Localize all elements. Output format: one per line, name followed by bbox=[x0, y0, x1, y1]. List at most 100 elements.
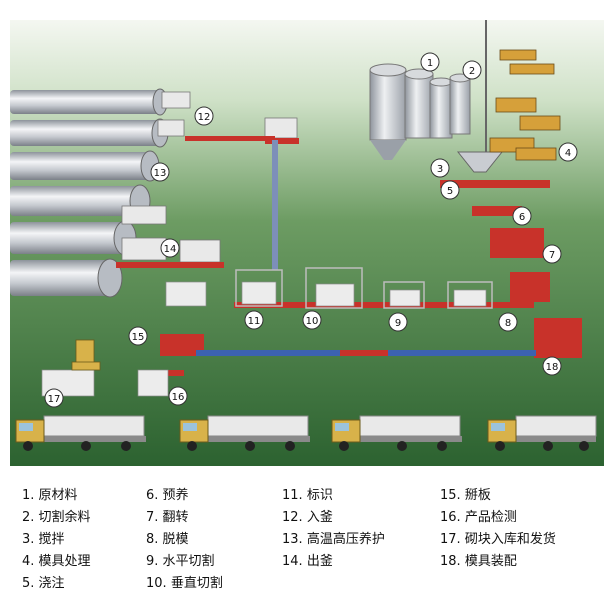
legend-item: 2. 切割余料 bbox=[22, 506, 91, 525]
conveyors bbox=[116, 136, 582, 376]
step-number: 16 bbox=[172, 392, 185, 403]
forklift bbox=[71, 339, 101, 371]
legend-text: 产品检测 bbox=[464, 510, 517, 525]
legend-text: 模具处理 bbox=[38, 554, 91, 569]
legend-item: 7. 翻转 bbox=[146, 506, 189, 525]
legend-text: 砌块入库和发货 bbox=[464, 532, 556, 547]
legend-item: 6. 预养 bbox=[146, 484, 189, 503]
process-scene: 1 2 3 4 5 6 7 8 9 10 11 12 13 14 15 16 1… bbox=[10, 20, 604, 466]
step-number: 10 bbox=[306, 316, 319, 327]
legend-number: 1. bbox=[22, 488, 35, 503]
step-marker-12: 12 bbox=[194, 106, 214, 126]
legend-text: 搅拌 bbox=[38, 532, 65, 547]
step-number: 11 bbox=[248, 316, 261, 327]
legend-number: 16. bbox=[440, 510, 461, 525]
step-marker-17: 17 bbox=[44, 388, 64, 408]
legend-item: 9. 水平切割 bbox=[146, 550, 215, 569]
legend-item: 16. 产品检测 bbox=[440, 506, 517, 525]
legend-text: 翻转 bbox=[162, 510, 189, 525]
step-marker-4: 4 bbox=[558, 142, 578, 162]
autoclave bbox=[10, 220, 137, 256]
legend-item: 14. 出釜 bbox=[282, 550, 333, 569]
legend-number: 5. bbox=[22, 576, 35, 591]
legend-text: 出釜 bbox=[306, 554, 333, 569]
legend-number: 8. bbox=[146, 532, 159, 547]
legend-item: 13. 高温高压养护 bbox=[282, 528, 385, 547]
legend-number: 9. bbox=[146, 554, 159, 569]
legend-item: 3. 搅拌 bbox=[22, 528, 65, 547]
legend-item: 1. 原材料 bbox=[22, 484, 78, 503]
cutting-machines bbox=[235, 267, 493, 309]
step-marker-14: 14 bbox=[160, 238, 180, 258]
moulds bbox=[489, 49, 561, 161]
legend-text: 预养 bbox=[162, 488, 189, 503]
legend-text: 脱模 bbox=[162, 532, 189, 547]
step-number: 9 bbox=[395, 318, 401, 329]
step-marker-6: 6 bbox=[512, 206, 532, 226]
step-number: 17 bbox=[48, 394, 61, 405]
step-marker-9: 9 bbox=[388, 312, 408, 332]
legend-item: 11. 标识 bbox=[282, 484, 333, 503]
truck bbox=[487, 415, 597, 451]
legend-number: 4. bbox=[22, 554, 35, 569]
silos bbox=[369, 63, 471, 160]
legend-text: 原材料 bbox=[38, 488, 78, 503]
step-marker-11: 11 bbox=[244, 310, 264, 330]
legend-number: 10. bbox=[146, 576, 167, 591]
step-number: 13 bbox=[154, 168, 167, 179]
flow-line-vertical bbox=[272, 140, 278, 270]
cut-blocks bbox=[41, 281, 487, 397]
legend-number: 6. bbox=[146, 488, 159, 503]
legend-item: 10. 垂直切割 bbox=[146, 572, 223, 591]
autoclaves bbox=[10, 88, 169, 298]
legend-number: 13. bbox=[282, 532, 303, 547]
truck bbox=[331, 415, 462, 451]
step-marker-18: 18 bbox=[542, 356, 562, 376]
flow-line-red-segment bbox=[340, 350, 388, 356]
legend-number: 15. bbox=[440, 488, 461, 503]
step-number: 5 bbox=[447, 186, 453, 197]
legend: 1. 原材料 2. 切割余料 3. 搅拌 4. 模具处理 5. 浇注 6. 预养… bbox=[0, 480, 613, 591]
step-number: 12 bbox=[198, 112, 211, 123]
legend-item: 15. 掰板 bbox=[440, 484, 491, 503]
legend-text: 浇注 bbox=[38, 576, 65, 591]
step-number: 6 bbox=[519, 212, 525, 223]
step-marker-15: 15 bbox=[128, 326, 148, 346]
truck bbox=[15, 415, 146, 451]
step-number: 2 bbox=[469, 66, 475, 77]
legend-number: 14. bbox=[282, 554, 303, 569]
step-number: 14 bbox=[164, 244, 177, 255]
legend-number: 2. bbox=[22, 510, 35, 525]
step-marker-8: 8 bbox=[498, 312, 518, 332]
step-number: 7 bbox=[549, 250, 555, 261]
legend-text: 入釜 bbox=[306, 510, 333, 525]
step-number: 1 bbox=[427, 58, 433, 69]
autoclave bbox=[10, 88, 168, 116]
legend-item: 18. 模具装配 bbox=[440, 550, 517, 569]
legend-text: 掰板 bbox=[464, 488, 491, 503]
autoclave bbox=[10, 258, 123, 298]
step-marker-10: 10 bbox=[302, 310, 322, 330]
step-marker-2: 2 bbox=[462, 60, 482, 80]
legend-number: 3. bbox=[22, 532, 35, 547]
legend-item: 8. 脱模 bbox=[146, 528, 189, 547]
legend-number: 18. bbox=[440, 554, 461, 569]
step-number: 3 bbox=[437, 164, 443, 175]
legend-item: 17. 砌块入库和发货 bbox=[440, 528, 556, 547]
legend-text: 切割余料 bbox=[38, 510, 91, 525]
truck bbox=[179, 415, 310, 451]
legend-item: 5. 浇注 bbox=[22, 572, 65, 591]
legend-text: 水平切割 bbox=[162, 554, 215, 569]
legend-text: 模具装配 bbox=[464, 554, 517, 569]
block-carts bbox=[121, 91, 298, 263]
legend-text: 标识 bbox=[306, 488, 333, 503]
step-marker-3: 3 bbox=[430, 158, 450, 178]
legend-number: 12. bbox=[282, 510, 303, 525]
legend-text: 高温高压养护 bbox=[306, 532, 385, 547]
trucks bbox=[15, 415, 597, 451]
legend-item: 4. 模具处理 bbox=[22, 550, 91, 569]
mixer bbox=[456, 20, 504, 173]
autoclave bbox=[10, 118, 169, 148]
step-number: 15 bbox=[132, 332, 145, 343]
legend-text: 垂直切割 bbox=[170, 576, 223, 591]
